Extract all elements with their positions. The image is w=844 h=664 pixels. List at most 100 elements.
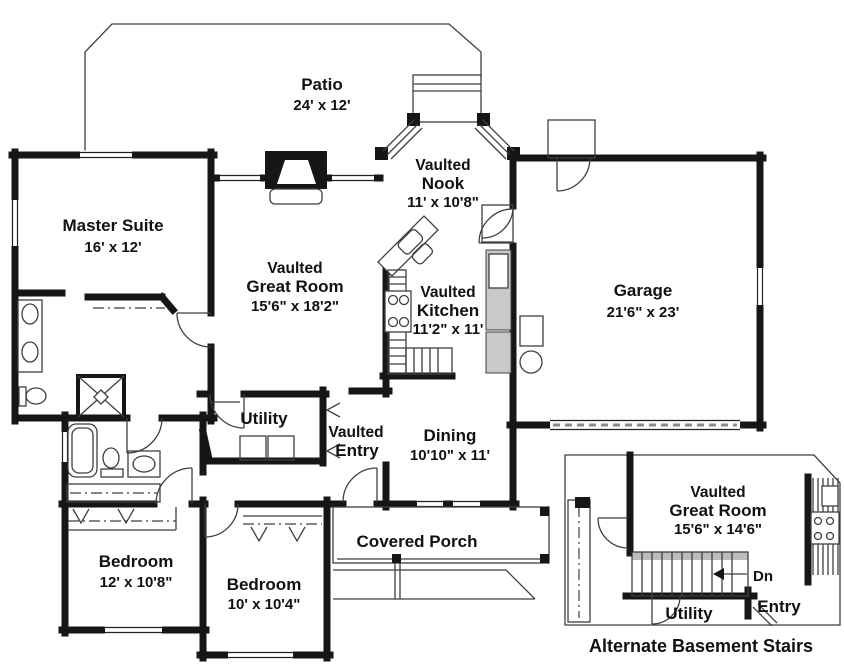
toilet-tank bbox=[18, 386, 27, 407]
furnace bbox=[519, 315, 544, 347]
label-kitchen-prefix: Vaulted bbox=[420, 284, 475, 301]
window-greatroom-2 bbox=[332, 173, 374, 183]
label-bedroom-left-name: Bedroom bbox=[99, 552, 174, 571]
pantry-counter bbox=[485, 331, 512, 374]
label-covered-porch: Covered Porch bbox=[357, 532, 478, 551]
window-bedroom-right bbox=[228, 650, 293, 660]
windows bbox=[10, 150, 765, 660]
hanger-arrow bbox=[250, 526, 268, 543]
kitchen-sink bbox=[397, 229, 434, 265]
linen-closet bbox=[66, 483, 161, 503]
toilet-tank bbox=[100, 468, 124, 478]
closets bbox=[66, 483, 322, 543]
corner-counter bbox=[377, 215, 439, 277]
door-nook-closet bbox=[481, 204, 514, 243]
inset-entry-door bbox=[752, 606, 773, 627]
door-utility bbox=[209, 393, 245, 429]
hall-bath-fixtures bbox=[67, 423, 161, 478]
label-kitchen-name: Kitchen bbox=[417, 301, 479, 320]
inset-door-utility bbox=[651, 595, 681, 625]
washer bbox=[239, 435, 267, 461]
hanger-arrow bbox=[117, 508, 135, 525]
inset-kitchen-counter bbox=[810, 478, 840, 575]
porch-post bbox=[540, 507, 549, 516]
label-inset-greatroom-dims: 15'6" x 14'6" bbox=[674, 521, 762, 538]
porch-post bbox=[540, 554, 549, 563]
window-greatroom-1 bbox=[220, 173, 260, 183]
counter-peninsula bbox=[405, 347, 453, 375]
window-south-2 bbox=[453, 499, 480, 509]
inset-stairwell-closet bbox=[567, 499, 591, 623]
label-greatroom-prefix: Vaulted bbox=[267, 260, 322, 277]
dn-arrow-icon bbox=[713, 568, 747, 580]
garage-storage bbox=[547, 119, 596, 159]
label-entry-name: Entry bbox=[335, 441, 379, 460]
nook-bay-windows bbox=[375, 113, 520, 160]
door-bath-hall bbox=[126, 417, 163, 454]
label-dn: Dn bbox=[753, 568, 773, 585]
window-master-left bbox=[10, 200, 20, 246]
label-inset-utility: Utility bbox=[665, 604, 713, 623]
water-heater bbox=[519, 350, 543, 374]
label-dining-dims: 10'10" x 11' bbox=[410, 447, 490, 464]
door-master bbox=[176, 312, 212, 348]
kitchen-fixtures bbox=[377, 215, 544, 375]
hanger-arrow bbox=[72, 508, 90, 525]
label-patio-name: Patio bbox=[301, 75, 343, 94]
covered-porch bbox=[332, 506, 550, 600]
label-bedroom-right-dims: 10' x 10'4" bbox=[228, 596, 301, 613]
double-vanity bbox=[17, 299, 43, 373]
label-entry-prefix: Vaulted bbox=[328, 424, 383, 441]
label-greatroom-dims: 15'6" x 18'2" bbox=[251, 298, 339, 315]
dryer bbox=[267, 435, 295, 461]
window-south-1 bbox=[417, 499, 443, 509]
door-garage-top bbox=[556, 157, 591, 192]
label-nook-name: Nook bbox=[422, 174, 465, 193]
window-bedroom-left bbox=[105, 625, 162, 635]
fireplace bbox=[265, 151, 327, 205]
window-bath-left bbox=[60, 432, 70, 462]
shower bbox=[76, 374, 126, 419]
inset-labels: Vaulted Great Room 15'6" x 14'6" Dn Util… bbox=[589, 484, 813, 656]
door-garage-side bbox=[478, 208, 514, 244]
entry-opening-markers bbox=[325, 402, 341, 459]
label-greatroom-name: Great Room bbox=[246, 277, 343, 296]
interior-walls bbox=[11, 151, 456, 511]
toilet bbox=[102, 447, 120, 469]
door-front-entry bbox=[342, 467, 378, 503]
label-nook-prefix: Vaulted bbox=[415, 157, 470, 174]
door-bedroom-right bbox=[204, 503, 239, 538]
label-inset-entry: Entry bbox=[757, 597, 801, 616]
inset-caption: Alternate Basement Stairs bbox=[589, 636, 813, 656]
window-master-top bbox=[80, 150, 132, 160]
garage-door bbox=[550, 419, 740, 431]
room-labels: Patio 24' x 12' Vaulted Nook 11' x 10'8"… bbox=[62, 75, 679, 613]
toilet bbox=[25, 387, 47, 405]
label-bedroom-right-name: Bedroom bbox=[227, 575, 302, 594]
label-bedroom-left-dims: 12' x 10'8" bbox=[100, 574, 173, 591]
label-master-dims: 16' x 12' bbox=[84, 239, 141, 256]
utility-appliances bbox=[212, 401, 295, 461]
inset-door-greatroom bbox=[597, 517, 629, 549]
label-inset-greatroom-name: Great Room bbox=[669, 501, 766, 520]
label-garage-name: Garage bbox=[614, 281, 673, 300]
inset-stove bbox=[810, 511, 840, 545]
label-dining-name: Dining bbox=[424, 426, 477, 445]
label-master-name: Master Suite bbox=[62, 216, 163, 235]
porch-post bbox=[392, 554, 401, 563]
door-bedroom-left bbox=[155, 467, 193, 505]
doors bbox=[126, 157, 591, 538]
label-patio-dims: 24' x 12' bbox=[293, 97, 350, 114]
window-garage-right bbox=[755, 268, 765, 305]
inset-border bbox=[564, 454, 841, 626]
inset-stairs bbox=[631, 551, 749, 597]
label-kitchen-dims: 11'2" x 11' bbox=[413, 321, 484, 338]
label-inset-greatroom-prefix: Vaulted bbox=[690, 484, 745, 501]
label-utility: Utility bbox=[240, 409, 288, 428]
inset-alternate-basement bbox=[564, 451, 841, 627]
vanity bbox=[127, 450, 161, 478]
patio-outline bbox=[84, 23, 482, 157]
label-nook-dims: 11' x 10'8" bbox=[407, 194, 479, 211]
